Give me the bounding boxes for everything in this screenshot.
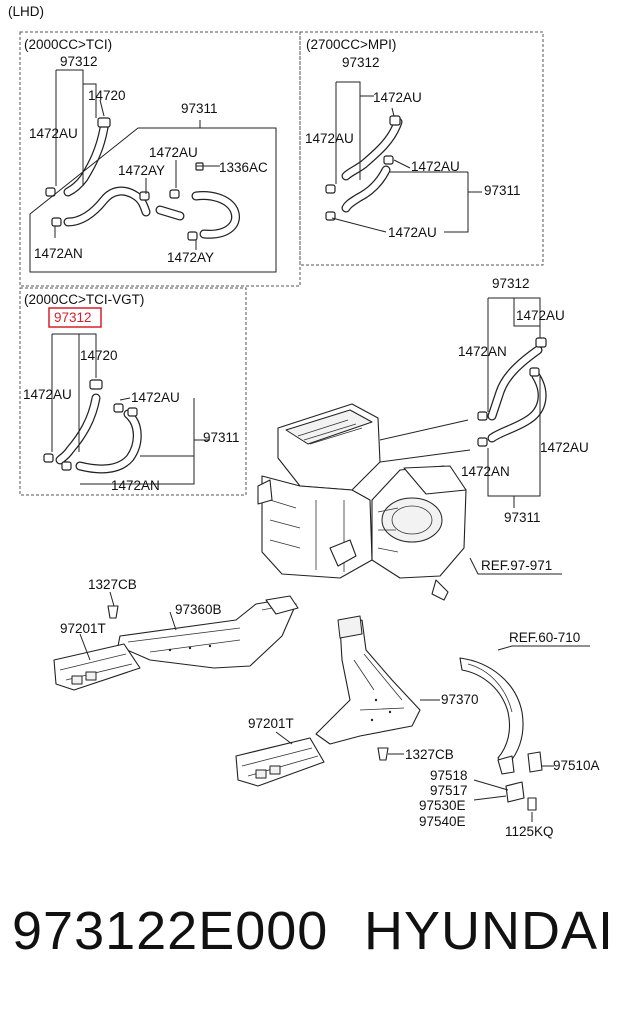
label-b2-1472au-b: 1472AU — [305, 131, 354, 146]
hose-assembly-tci-vgt — [43, 379, 142, 474]
label-l-97360b: 97360B — [175, 602, 222, 617]
label-l-97540e: 97540E — [419, 814, 466, 829]
label-b3-1472au-a: 1472AU — [23, 387, 72, 402]
label-l-1327cb-b: 1327CB — [405, 747, 454, 762]
label-l-1327cb-a: 1327CB — [88, 577, 137, 592]
wheel-guard-liner — [459, 657, 543, 811]
label-b1-97312: 97312 — [60, 54, 98, 69]
label-b3-1472an: 1472AN — [111, 478, 160, 493]
label-b1-1472an: 1472AN — [34, 246, 83, 261]
label-l-97201t-a: 97201T — [60, 621, 106, 636]
label-l-97370: 97370 — [441, 692, 479, 707]
duct-97370 — [315, 615, 421, 745]
ref-60-710: REF.60-710 — [509, 630, 580, 645]
label-l-1125kq: 1125KQ — [505, 824, 554, 839]
leader-lines-tci — [29, 69, 277, 273]
label-b1-97311: 97311 — [181, 101, 218, 116]
label-r-1472au-a: 1472AU — [516, 308, 565, 323]
leader-lines-tci-vgt — [51, 333, 210, 485]
clip-1327cb-left — [107, 605, 119, 619]
part-number: 973122E000 — [12, 901, 329, 961]
hose-assembly-mpi — [325, 115, 403, 221]
leader-lines-mpi — [331, 81, 482, 233]
leader-lines-lower-right — [473, 645, 590, 822]
label-b3-14720: 14720 — [80, 348, 118, 363]
duct-97201t-left — [53, 643, 141, 691]
box-header-mpi: (2700CC>MPI) — [306, 37, 396, 52]
label-r-1472an-b: 1472AN — [461, 464, 510, 479]
leader-lines-right — [487, 297, 541, 508]
label-b1-1472ay-b: 1472AY — [167, 250, 214, 265]
group-box-tci-vgt — [19, 287, 247, 496]
clip-1327cb-center — [377, 747, 389, 761]
ref-97-971-callout — [469, 557, 562, 575]
label-b3-97312-highlighted: 97312 — [54, 310, 92, 325]
duct-97201t-center — [235, 737, 325, 787]
box-header-tci: (2000CC>TCI) — [24, 37, 112, 52]
leader-lines-lower-center — [275, 699, 440, 755]
group-box-mpi — [299, 31, 544, 266]
hvac-heater-unit — [257, 403, 471, 601]
diagram-title: (LHD) — [8, 4, 44, 19]
label-r-1472au-b: 1472AU — [540, 440, 589, 455]
label-b3-1472au-b: 1472AU — [131, 390, 180, 405]
leader-lines-lower-left — [79, 591, 177, 661]
ref-97-971: REF.97-971 — [481, 558, 552, 573]
label-l-97201t-b: 97201T — [248, 716, 294, 731]
label-b1-1336ac: 1336AC — [219, 160, 268, 175]
label-b1-1472au-a: 1472AU — [29, 126, 78, 141]
brand-name: HYUNDAI — [364, 901, 615, 961]
label-b2-1472au-c: 1472AU — [411, 159, 460, 174]
hose-assembly-tci — [45, 117, 240, 241]
label-b1-1472ay-a: 1472AY — [118, 163, 165, 178]
label-l-97530e: 97530E — [419, 798, 466, 813]
label-b1-1472au-b: 1472AU — [149, 145, 198, 160]
label-r-97311: 97311 — [504, 510, 541, 525]
highlight-frame — [48, 307, 102, 328]
label-b1-14720: 14720 — [88, 88, 126, 103]
label-b2-1472au-d: 1472AU — [388, 225, 437, 240]
parts-diagram: (LHD) (2000CC>TCI) (2700CC>MPI) (2000CC>… — [8, 4, 600, 839]
label-r-1472an-a: 1472AN — [458, 344, 507, 359]
footer: 973122E000 HYUNDAI — [0, 900, 620, 980]
label-b3-97311: 97311 — [203, 430, 240, 445]
label-r-97312: 97312 — [492, 276, 530, 291]
label-b2-1472au-a: 1472AU — [373, 90, 422, 105]
hose-assembly-right — [477, 337, 547, 447]
label-l-97518: 97518 — [430, 768, 468, 783]
box-header-tci-vgt: (2000CC>TCI-VGT) — [24, 292, 144, 307]
duct-97360b — [117, 595, 299, 669]
label-l-97517: 97517 — [430, 783, 468, 798]
label-b2-97312: 97312 — [342, 55, 380, 70]
label-l-97510a: 97510A — [553, 758, 600, 773]
label-b2-97311: 97311 — [484, 183, 521, 198]
